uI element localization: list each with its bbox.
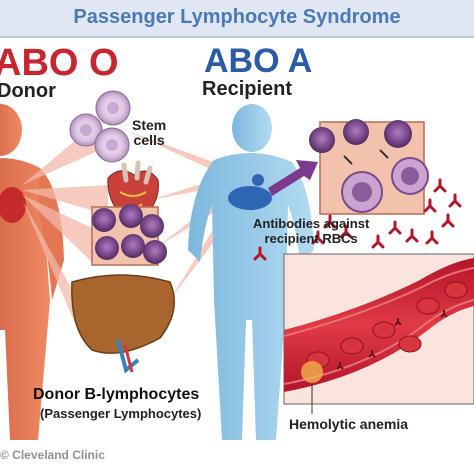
cleveland-clinic-credit: © Cleveland Clinic bbox=[0, 448, 105, 462]
donor-heart-icon bbox=[0, 187, 26, 223]
donor-lymphocyte-panel bbox=[91, 204, 167, 266]
blood-vessel-panel bbox=[283, 253, 474, 414]
donor-label: Donor bbox=[0, 80, 56, 102]
recipient-body bbox=[188, 104, 314, 440]
passenger-lymphocytes-label: (Passenger Lymphocytes) bbox=[40, 406, 202, 421]
antibodies-label-line1: Antibodies against bbox=[253, 216, 370, 231]
antibodies bbox=[253, 178, 462, 261]
recipient-liver-icon bbox=[228, 186, 272, 210]
stem-cells-label-line2: cells bbox=[133, 132, 165, 148]
donor-b-lymphocytes-label: Donor B-lymphocytes bbox=[33, 386, 200, 403]
liver-organ bbox=[71, 274, 175, 374]
arrow-to-rbc-icon bbox=[268, 160, 318, 196]
title-bar: Passenger Lymphocyte Syndrome bbox=[0, 0, 474, 38]
recipient-label: Recipient bbox=[202, 78, 293, 100]
recipient-blood-type: ABO A bbox=[204, 42, 313, 80]
rbc-attack-panel bbox=[309, 119, 429, 215]
antibodies-label: Antibodies against recipient RBCs bbox=[253, 216, 369, 246]
donor-body bbox=[0, 104, 64, 440]
donor-blood-type: ABO O bbox=[0, 42, 119, 84]
stem-cells-label: Stem cells bbox=[132, 118, 166, 148]
hemolysis-burst-icon bbox=[301, 361, 323, 383]
hemolytic-anemia-label: Hemolytic anemia bbox=[289, 416, 409, 432]
stem-cells-label-line1: Stem bbox=[132, 117, 167, 133]
figure-title: Passenger Lymphocyte Syndrome bbox=[73, 6, 401, 28]
stem-cells bbox=[69, 90, 131, 163]
antibodies-label-line2: recipient RBCs bbox=[264, 231, 358, 246]
